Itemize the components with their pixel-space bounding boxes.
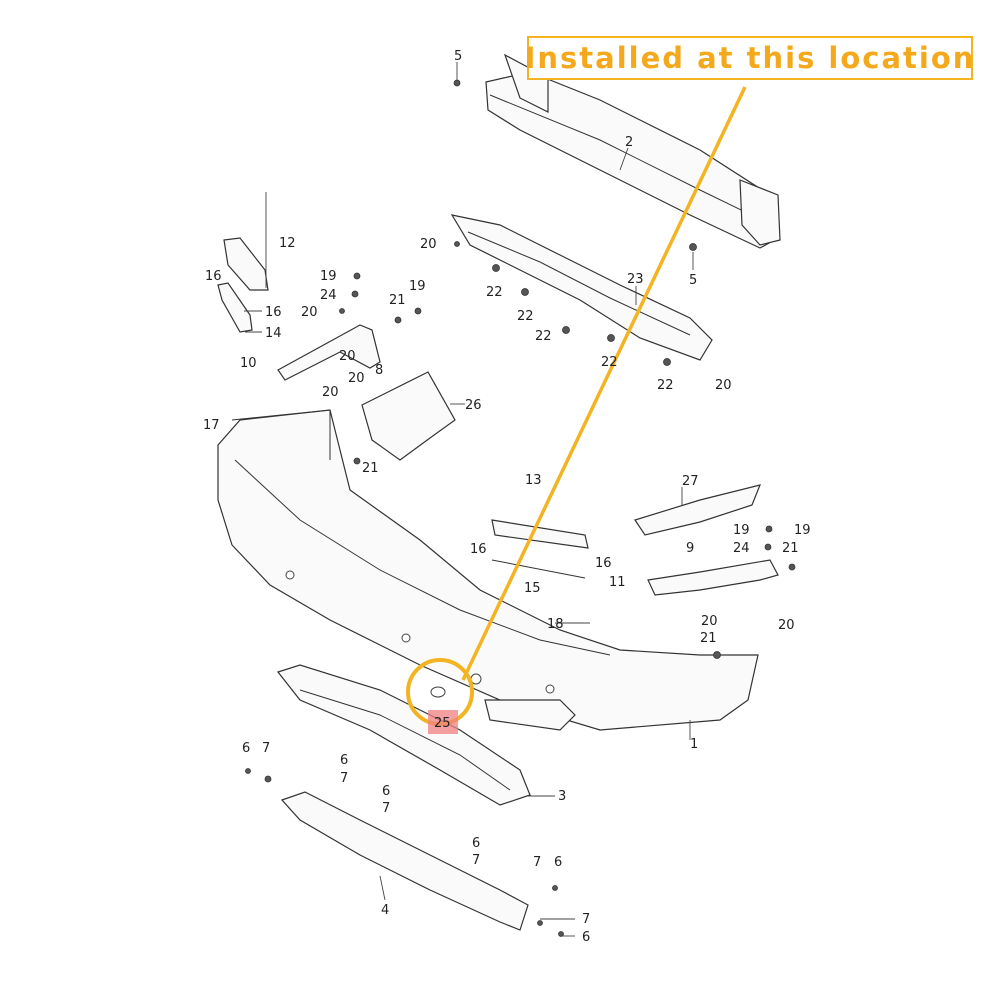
part-label: 1 xyxy=(690,737,698,752)
part-8-bracket xyxy=(277,324,381,381)
callout-marker-box xyxy=(428,710,458,734)
part-label: 20 xyxy=(322,385,339,400)
part-27-trim xyxy=(634,484,761,536)
part-label: 6 xyxy=(382,784,390,799)
part-label: 21 xyxy=(700,631,717,646)
part-label: 7 xyxy=(472,853,480,868)
part-label: 21 xyxy=(389,293,406,308)
part-label: 20 xyxy=(420,237,437,252)
part-label: 22 xyxy=(535,329,552,344)
part-label: 22 xyxy=(517,309,534,324)
part-label: 23 xyxy=(627,272,644,287)
part-label: 16 xyxy=(205,269,222,284)
part-label: 22 xyxy=(486,285,503,300)
part-label: 20 xyxy=(778,618,795,633)
part-12-bracket-left xyxy=(217,237,269,333)
callout-pointer-line xyxy=(461,86,747,681)
part-label: 19 xyxy=(320,269,337,284)
part-label: 16 xyxy=(470,542,487,557)
part-label: 21 xyxy=(782,541,799,556)
part-label: 6 xyxy=(554,855,562,870)
part-4-undertray xyxy=(280,791,529,931)
part-label: 2 xyxy=(625,135,633,150)
part-label: 12 xyxy=(279,236,296,251)
part-label: 16 xyxy=(265,305,282,320)
part-label: 24 xyxy=(733,541,750,556)
part-3-diffuser xyxy=(276,664,531,806)
part-13-bracket-center xyxy=(491,519,589,579)
callout-label: Installed at this location xyxy=(524,41,976,75)
part-label: 5 xyxy=(689,273,697,288)
part-label: 21 xyxy=(362,461,379,476)
part-23-upper-guide xyxy=(450,214,713,361)
part-label: 20 xyxy=(715,378,732,393)
part-label: 7 xyxy=(262,741,270,756)
part-label: 6 xyxy=(472,836,480,851)
part-label: 20 xyxy=(701,614,718,629)
callout-box: Installed at this location xyxy=(524,36,976,80)
part-label: 9 xyxy=(686,541,694,556)
part-label: 7 xyxy=(340,771,348,786)
part-label: 6 xyxy=(242,741,250,756)
part-label: 20 xyxy=(301,305,318,320)
part-label: 17 xyxy=(203,418,220,433)
part-label: 7 xyxy=(533,855,541,870)
part-label: 7 xyxy=(382,801,390,816)
part-label: 19 xyxy=(409,279,426,294)
part-9-bracket-right xyxy=(647,559,779,596)
part-label: 11 xyxy=(609,575,626,590)
part-label: 26 xyxy=(465,398,482,413)
part-label: 20 xyxy=(348,371,365,386)
part-label: 19 xyxy=(733,523,750,538)
part-label: 14 xyxy=(265,326,282,341)
part-label: 20 xyxy=(339,349,356,364)
part-26-cover xyxy=(361,371,456,461)
part-label: 22 xyxy=(601,355,618,370)
part-label: 24 xyxy=(320,288,337,303)
part-label: 6 xyxy=(582,930,590,945)
fasteners xyxy=(245,79,796,937)
part-label: 10 xyxy=(240,356,257,371)
part-label: 16 xyxy=(595,556,612,571)
part-1-bumper-cover xyxy=(217,409,759,731)
part-label: 5 xyxy=(454,49,462,64)
part-label: 7 xyxy=(582,912,590,927)
part-label: 13 xyxy=(525,473,542,488)
part-number-labels: 5 2 5 12 16 16 14 19 24 19 21 20 20 8 20… xyxy=(203,49,811,945)
part-label: 8 xyxy=(375,363,383,378)
part-label: 3 xyxy=(558,789,566,804)
part-label: 25 xyxy=(434,716,451,731)
part-2-impact-bar xyxy=(485,53,781,249)
part-label: 4 xyxy=(381,903,389,918)
leader-lines xyxy=(244,62,694,937)
part-label: 27 xyxy=(682,474,699,489)
part-label: 19 xyxy=(794,523,811,538)
part-label: 6 xyxy=(340,753,348,768)
part-label: 18 xyxy=(547,617,564,632)
part-label: 22 xyxy=(657,378,674,393)
part-label: 15 xyxy=(524,581,541,596)
